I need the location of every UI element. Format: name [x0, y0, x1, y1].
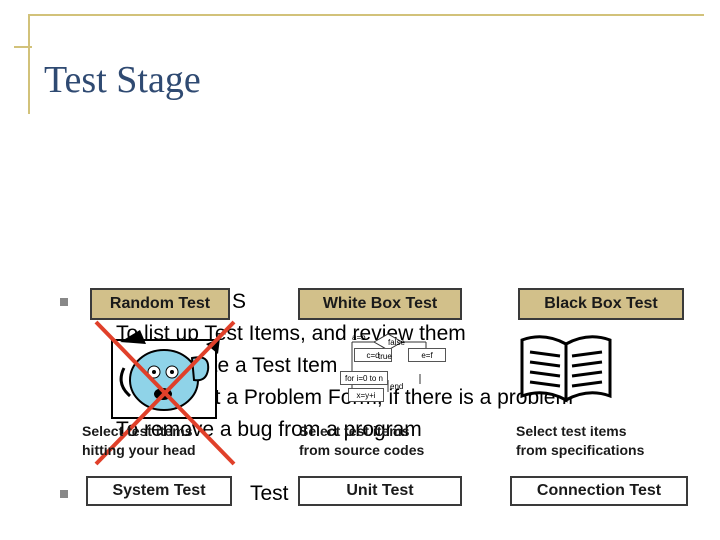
random-test-box: Random Test — [90, 288, 230, 320]
connection-test-box: Connection Test — [510, 476, 688, 506]
bullet-marker-2 — [60, 490, 68, 498]
bullet-marker-1 — [60, 298, 68, 306]
flow-condition: a=b — [352, 333, 366, 342]
flow-box-cd: c=d — [354, 348, 392, 362]
flow-body-text: x=y+i — [356, 390, 376, 400]
black-box-test-box: Black Box Test — [518, 288, 684, 320]
connection-test-label: Connection Test — [536, 482, 662, 499]
bullet-text-6: Test — [250, 482, 289, 505]
black-box-test-label: Black Box Test — [544, 295, 658, 312]
cross-mark-icon — [94, 320, 236, 466]
bullet-text-3: ute a Test Item — [200, 354, 338, 377]
flow-end-label: end — [390, 382, 404, 391]
white-box-test-label: White Box Test — [322, 295, 438, 312]
flow-loop-box: for i=0 to n — [340, 371, 388, 385]
flow-box-cd-text: c=d — [366, 350, 380, 360]
random-caption-1: Select test items — [82, 423, 193, 439]
white-caption-2: from source codes — [299, 442, 425, 458]
system-test-box: System Test — [86, 476, 232, 506]
slide-frame-tick — [14, 46, 32, 48]
slide-frame-vertical — [28, 14, 30, 114]
slide-frame-horizontal — [28, 14, 704, 16]
white-caption-1: Select test items — [299, 423, 410, 439]
unit-test-label: Unit Test — [346, 482, 414, 499]
black-caption-1: Select test items — [516, 423, 627, 439]
black-caption-2: from specifications — [516, 442, 645, 458]
random-test-label: Random Test — [109, 295, 211, 312]
random-caption-2: hitting your head — [82, 442, 196, 458]
bullet-text-4: it a Problem Form, if there is a problem — [210, 386, 573, 409]
flow-box-ef: e=f — [408, 348, 446, 362]
flow-loop-text: for i=0 to n — [344, 373, 384, 383]
flow-box-ef-text: e=f — [421, 350, 433, 360]
flow-false-label: false — [388, 338, 405, 347]
slide-title: Test Stage — [44, 59, 201, 101]
flow-true-label: true — [378, 352, 392, 361]
white-box-test-box: White Box Test — [298, 288, 462, 320]
bullet-text-1: S — [232, 290, 247, 313]
book-icon — [520, 335, 612, 403]
unit-test-box: Unit Test — [298, 476, 462, 506]
flow-body-box: x=y+i — [348, 388, 384, 402]
system-test-label: System Test — [112, 482, 206, 499]
